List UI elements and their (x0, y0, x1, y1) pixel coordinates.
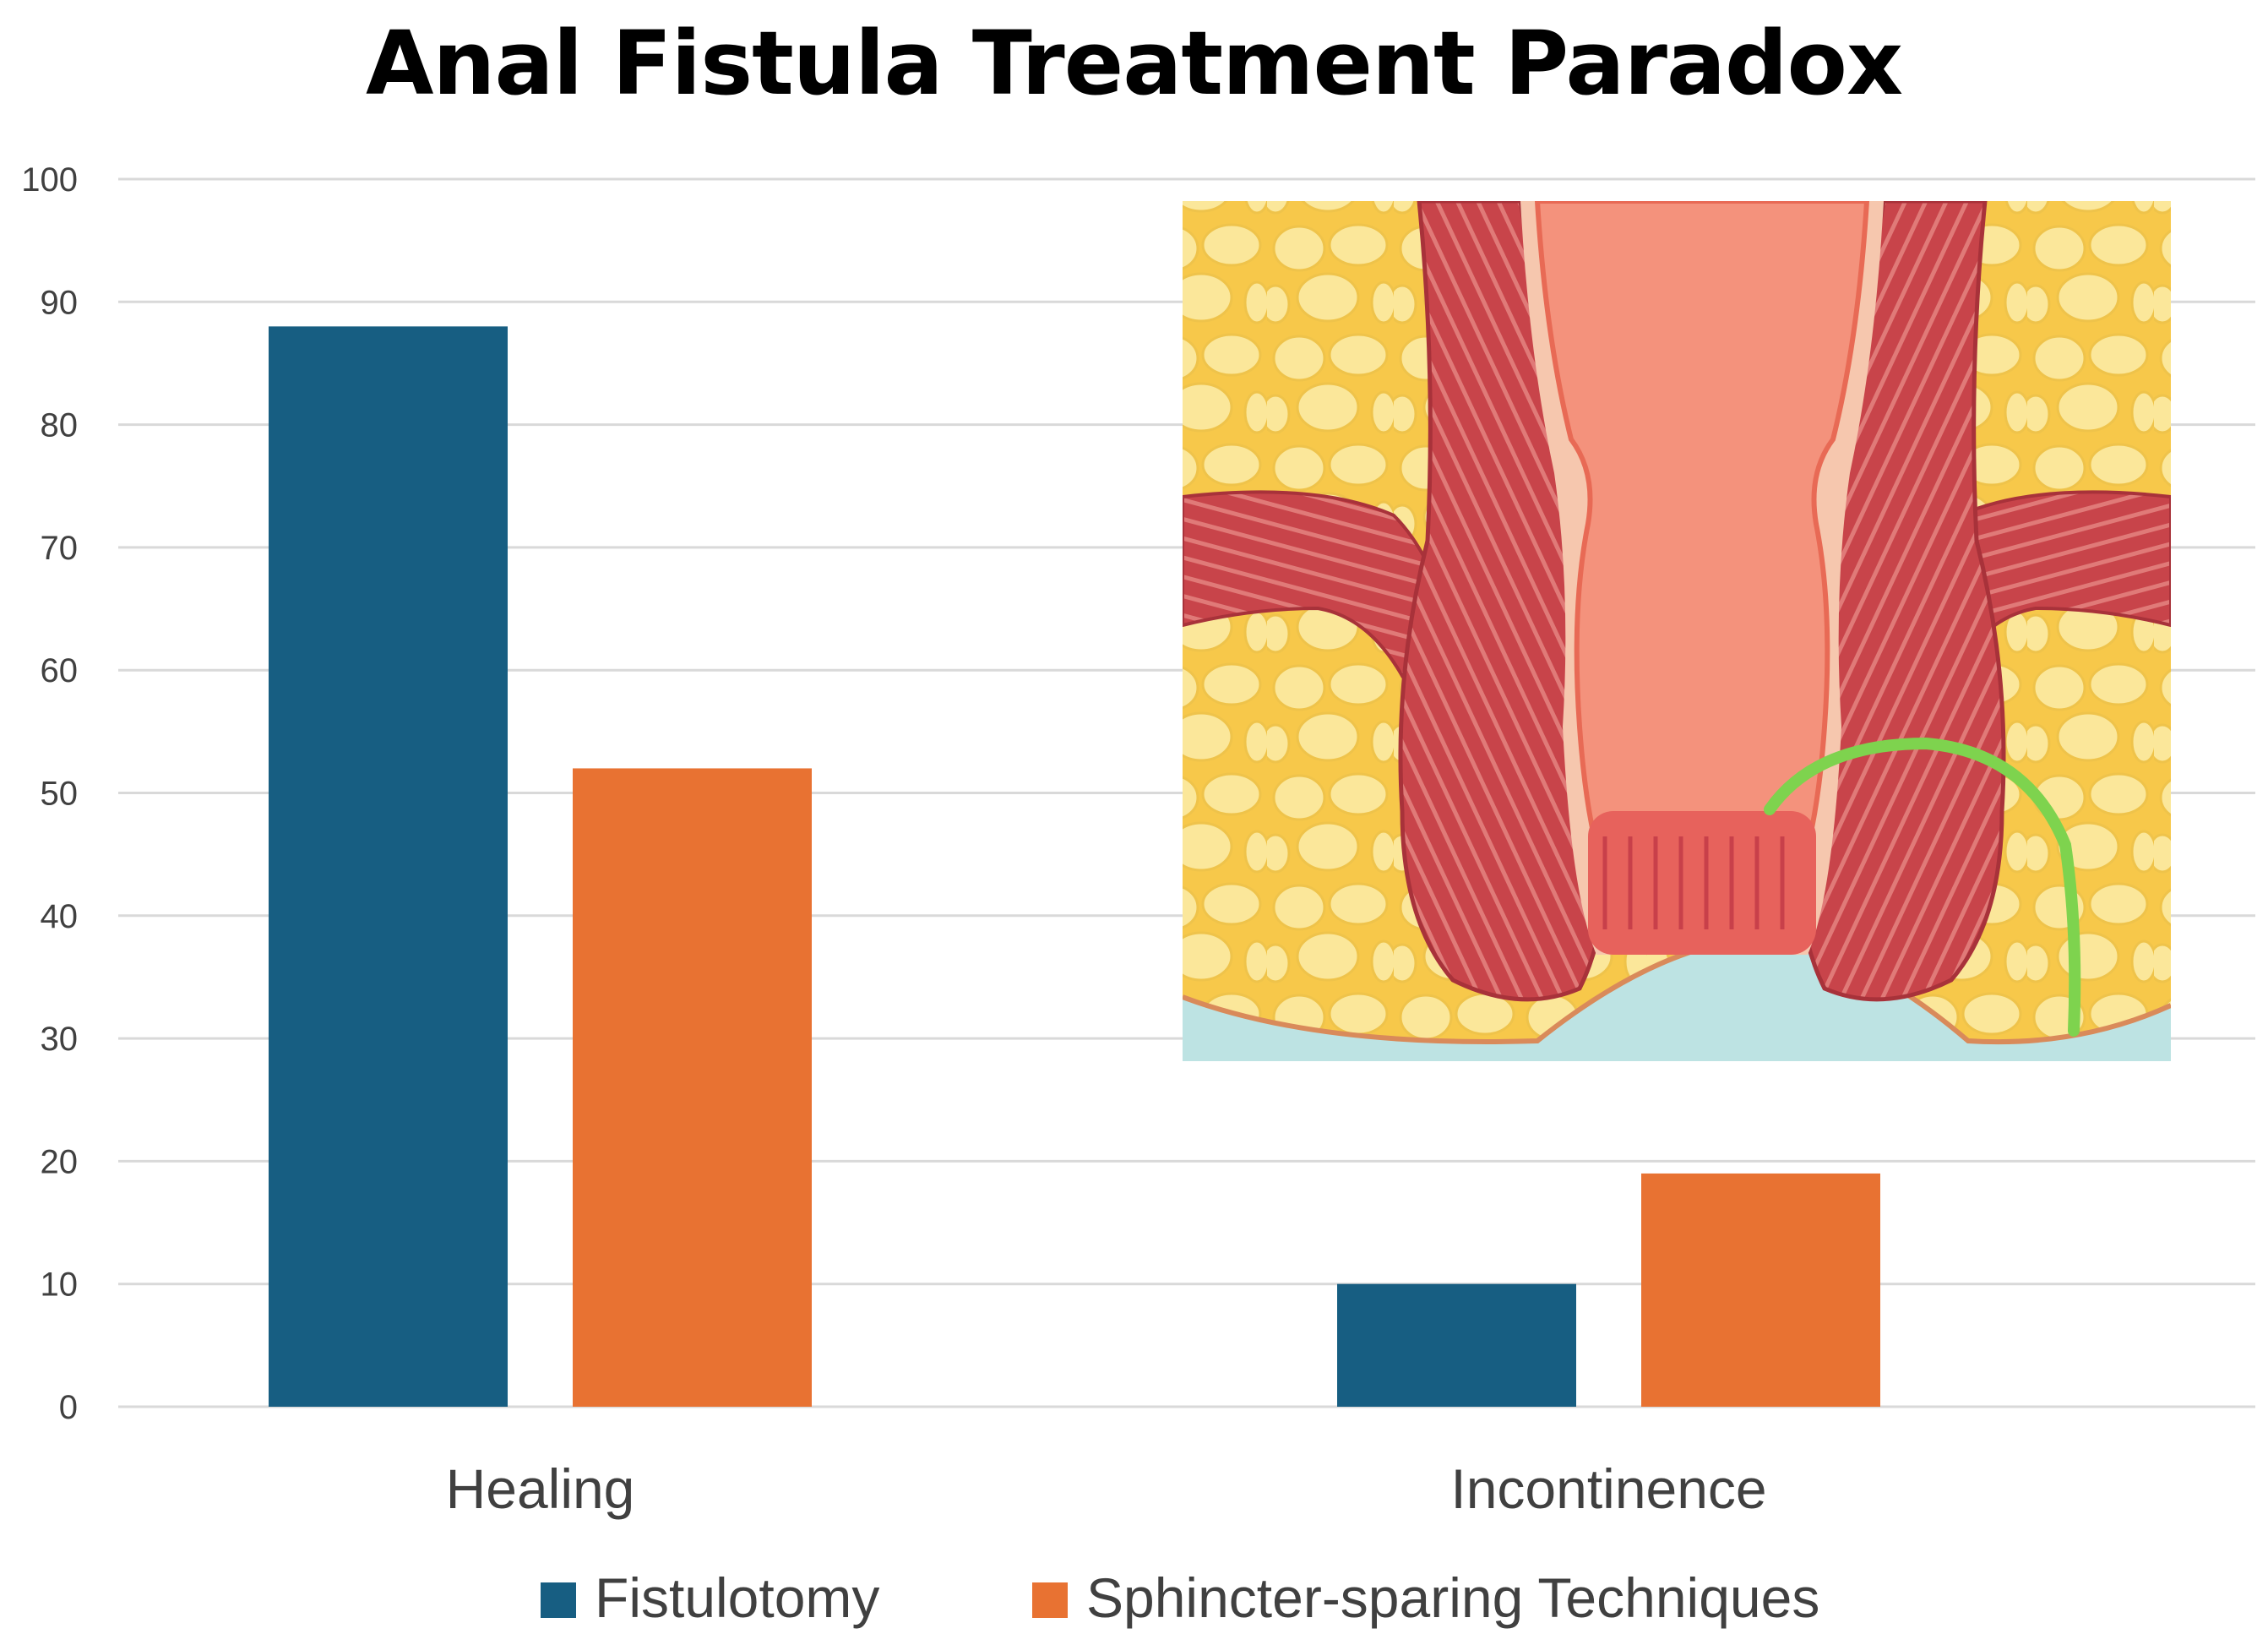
y-tick-label: 30 (41, 1021, 79, 1058)
category-label: Healing (446, 1457, 635, 1520)
legend-swatch (1032, 1582, 1068, 1618)
y-tick-label: 70 (41, 530, 79, 567)
y-tick-label: 10 (41, 1266, 79, 1304)
y-tick-label: 0 (59, 1389, 78, 1426)
bar-sphincter-sparing-techniques-healing (573, 768, 812, 1407)
y-tick-label: 60 (41, 652, 79, 689)
legend-swatch (541, 1582, 576, 1618)
legend-label: Fistulotomy (595, 1566, 879, 1629)
y-tick-label: 40 (41, 898, 79, 935)
chart-title: Anal Fistula Treatment Paradox (365, 12, 1903, 115)
y-tick-label: 80 (41, 407, 79, 444)
bars (269, 326, 1880, 1407)
bar-fistulotomy-incontinence (1337, 1283, 1576, 1407)
bar-sphincter-sparing-techniques-incontinence (1641, 1173, 1880, 1407)
category-label: Incontinence (1450, 1457, 1766, 1520)
y-tick-label: 90 (41, 284, 79, 321)
anatomy-illustration (1183, 201, 2171, 1061)
y-tick-label: 20 (41, 1143, 79, 1180)
legend-label: Sphincter-sparing Techniques (1086, 1566, 1819, 1629)
legend: Fistulotomy Sphincter-sparing Techniques (541, 1566, 1819, 1629)
y-axis-ticks: 0 10 20 30 40 50 60 70 80 90 100 (21, 161, 78, 1426)
y-tick-label: 100 (21, 161, 78, 199)
y-tick-label: 50 (41, 776, 79, 813)
bar-fistulotomy-healing (269, 326, 508, 1407)
x-axis-categories: Healing Incontinence (446, 1457, 1767, 1520)
